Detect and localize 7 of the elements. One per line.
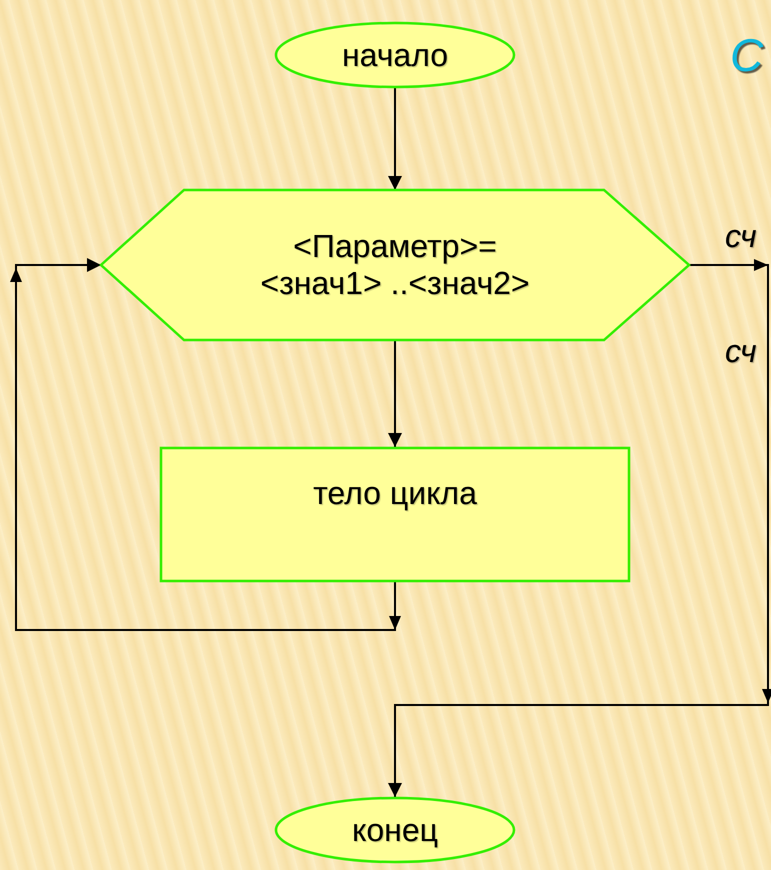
text-label: сч: [725, 218, 756, 255]
node-label: <Параметр>= <знач1> ..<знач2>: [259, 228, 531, 302]
node-label: тело цикла: [313, 475, 477, 512]
node-label: начало: [342, 36, 448, 74]
title: С: [730, 28, 764, 82]
text-label: сч: [725, 333, 756, 370]
node-label: конец: [352, 812, 438, 848]
